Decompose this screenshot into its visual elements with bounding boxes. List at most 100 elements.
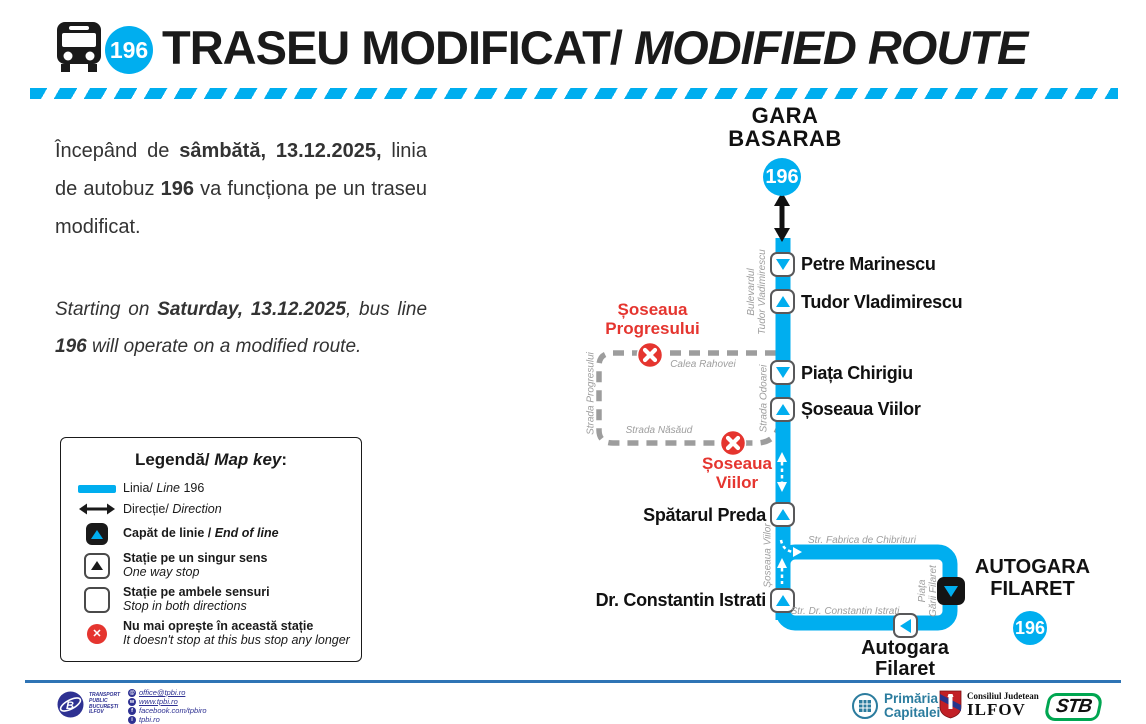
primaria-capitalei-logo — [852, 693, 878, 719]
intro-en-text: Starting on — [55, 299, 158, 320]
legend-rows: Linia/ Line 196 Direcție/ Direction Capă… — [71, 481, 355, 654]
legend-title: Legendă/ Map key: — [61, 450, 361, 470]
email-icon: @ — [128, 689, 136, 698]
intro-en-date: Saturday, 13.12.2025 — [157, 299, 346, 320]
removed-viilor-line2: Viilor — [715, 473, 759, 492]
stop-label-tudor-vladimirescu: Tudor Vladimirescu — [801, 292, 963, 312]
triangle-down-icon — [775, 259, 790, 270]
legend-line-ro: Linia/ — [123, 481, 157, 495]
street-label-piata-garii-filaret: Piața Gării Filaret — [917, 565, 939, 617]
intro-ro-text: Începând de — [55, 140, 180, 162]
legend-line-en: Line — [156, 481, 180, 495]
legend-box: Legendă/ Map key: Linia/ Line 196 Direcț… — [60, 437, 362, 662]
stop-marker-soseaua-viilor — [770, 397, 795, 422]
contact-facebook-text: facebook.com/tpbiro — [139, 706, 207, 715]
contact-facebook: f facebook.com/tpbiro — [128, 706, 207, 716]
triangle-up-icon — [775, 296, 790, 307]
triangle-left-icon — [900, 618, 911, 633]
line-196-badge-bottom: 196 — [1013, 611, 1047, 645]
legend-both-en: Stop in both directions — [123, 598, 247, 613]
legend-row-direction: Direcție/ Direction — [71, 501, 355, 517]
end-of-line-icon — [86, 523, 108, 545]
legend-row-line: Linia/ Line 196 — [71, 481, 355, 496]
intro-ro-date: sâmbătă, 13.12.2025, — [179, 140, 382, 162]
legend-oneway-ro: Stație pe un singur sens — [123, 551, 268, 565]
route-direction-arrows — [777, 452, 802, 584]
legend-title-en: Map key — [214, 450, 282, 469]
legend-direction-en: Direction — [172, 501, 222, 516]
stop-label-piata-chirigiu: Piața Chirigiu — [801, 363, 913, 383]
stop-marker-piata-chirigiu — [770, 360, 795, 385]
instagram-icon: i — [128, 716, 136, 724]
legend-both-ro: Stație pe ambele sensuri — [123, 585, 270, 599]
intro-ro-text: va funcționa pe un traseu modificat. — [55, 178, 427, 238]
globe-icon: w — [128, 698, 136, 707]
stop-label-soseaua-viilor: Șoseaua Viilor — [801, 399, 921, 419]
intro-en-text: , bus line — [345, 299, 428, 320]
closed-stop-icon: ✕ — [87, 623, 107, 644]
stop-label-autogara-filaret: Autogara Filaret — [825, 638, 985, 680]
primaria-capitalei-label: Primăria Capitalei — [884, 691, 941, 720]
street-label-strada-odoarei: Strada Odoarei — [758, 364, 770, 433]
facebook-icon: f — [128, 707, 136, 716]
stop-label-spatarul-preda: Spătarul Preda — [643, 505, 766, 525]
title-romanian: TRASEU MODIFICAT/ — [162, 21, 623, 74]
intro-ro-text: linia de autobuz — [55, 140, 427, 200]
ilfov-label: Consiliul Judetean ILFOV — [967, 691, 1039, 719]
triangle-up-icon — [775, 509, 790, 520]
terminus-gara-line2: BASARAB — [728, 126, 842, 151]
legend-line-number: 196 — [180, 481, 205, 495]
stop-marker-dr-constantin-istrati — [770, 588, 795, 613]
street-label-constantin-istrati: Str. Dr. Constantin Istrati — [790, 606, 900, 617]
line-196-badge-top: 196 — [763, 158, 801, 196]
triangle-up-icon — [775, 404, 790, 415]
footer-divider — [25, 680, 1121, 683]
ilfov-line2: ILFOV — [967, 700, 1026, 719]
street-label-fabrica-de-chibrituri: Str. Fabrica de Chibrituri — [808, 535, 916, 546]
intro-en-line: 196 — [55, 336, 87, 357]
terminus-gara-basarab: GARA BASARAB — [701, 104, 869, 150]
closed-stop-x-viilor — [719, 429, 747, 457]
double-arrow-icon — [79, 503, 115, 515]
ilfov-line1: Consiliul Judetean — [967, 691, 1039, 701]
terminus-autogara-filaret: AUTOGARA FILARET — [960, 556, 1105, 600]
legend-row-end-of-line: Capăt de linie / End of line — [71, 523, 355, 545]
title-english: MODIFIED ROUTE — [621, 21, 1028, 74]
both-directions-stop-icon — [84, 586, 110, 613]
legend-closed-ro: Nu mai oprește în această stație — [123, 619, 314, 633]
ilfov-coat-of-arms — [939, 690, 962, 719]
removed-progresului-line1: Șoseaua — [617, 300, 688, 319]
stop-marker-autogara-filaret — [893, 613, 918, 638]
legend-oneway-en: One way stop — [123, 564, 200, 579]
street-label-strada-progresului: Strada Progresului — [585, 352, 597, 435]
intro-ro-line: 196 — [160, 178, 195, 200]
legend-title-colon: : — [281, 450, 288, 469]
contact-instagram-text: tpbi.ro — [139, 715, 160, 724]
line-196-header-badge: 196 — [105, 26, 153, 74]
autogara-label-line2: Filaret — [874, 658, 936, 680]
page-title: TRASEU MODIFICAT/ MODIFIED ROUTE — [162, 20, 1028, 75]
intro-en-text: will operate on a modified route. — [86, 336, 362, 357]
tpbi-contacts: @ office@tpbi.ro w www.tpbi.ro f faceboo… — [128, 688, 207, 724]
striped-divider — [30, 88, 1118, 99]
stop-label-petre-marinescu: Petre Marinescu — [801, 254, 936, 274]
one-way-stop-icon — [84, 552, 110, 579]
removed-stop-label-progresului: Șoseaua Progresului — [575, 300, 730, 338]
contact-email-text: office@tpbi.ro — [139, 688, 186, 697]
legend-closed-en: It doesn't stop at this bus stop any lon… — [123, 632, 350, 647]
old-route-dashed — [596, 350, 781, 446]
contact-email: @ office@tpbi.ro — [128, 688, 207, 698]
bus-icon — [57, 22, 101, 72]
triangle-up-icon — [775, 595, 790, 606]
line-swatch-icon — [78, 484, 116, 493]
removed-stop-label-viilor: Șoseaua Viilor — [678, 454, 796, 492]
contact-instagram: i tpbi.ro — [128, 715, 207, 724]
stop-marker-spatarul-preda — [770, 502, 795, 527]
terminal-direction-arrow — [774, 192, 790, 242]
street-label-strada-nasaud: Strada Năsăud — [625, 425, 693, 436]
stop-label-dr-constantin-istrati: Dr. Constantin Istrati — [595, 590, 767, 610]
